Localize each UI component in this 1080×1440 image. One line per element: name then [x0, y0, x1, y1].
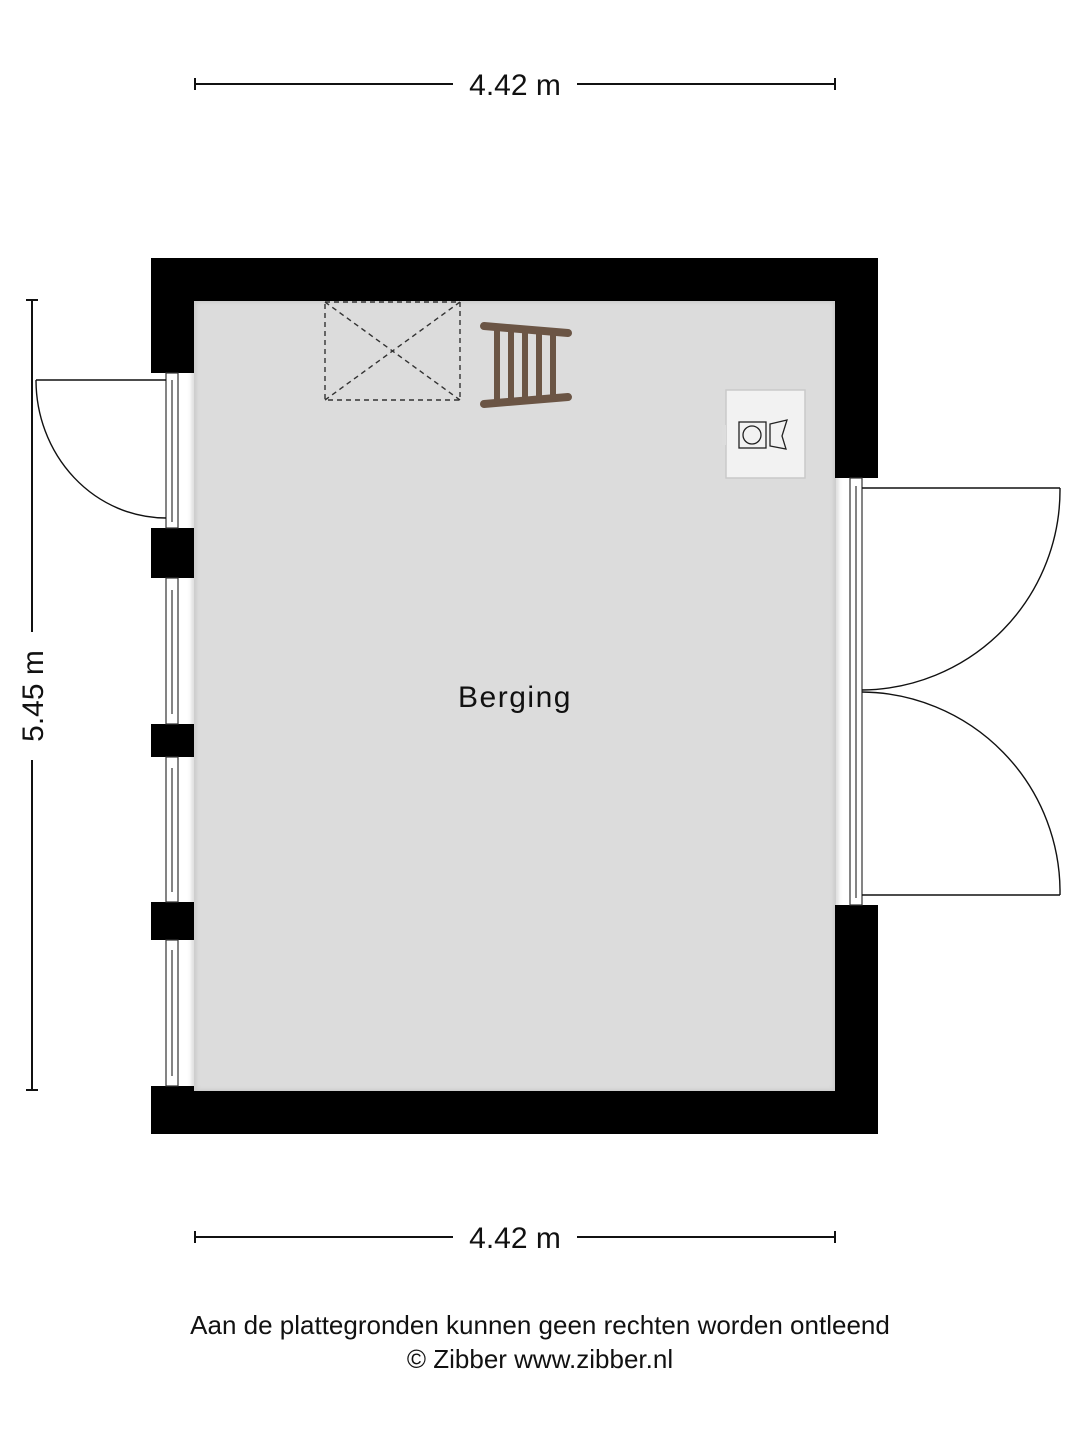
window	[165, 756, 179, 903]
top-dimension-label: 4.42 m	[469, 69, 561, 102]
hatch-icon	[324, 301, 461, 401]
wall-right-segment	[835, 905, 878, 1134]
room-label: Berging	[458, 681, 572, 714]
bottom-dimension-label: 4.42 m	[469, 1222, 561, 1255]
bottom-dimension: 4.42 m	[194, 1222, 836, 1255]
wall-left-segment	[151, 902, 194, 940]
wall-left-segment	[151, 258, 194, 373]
left-dimension-label: 5.45 m	[17, 650, 50, 742]
wall-left-segment	[151, 528, 194, 578]
window	[165, 939, 179, 1087]
left-door-frame	[165, 372, 179, 529]
top-dimension: 4.42 m	[194, 69, 836, 102]
right-door-frame	[849, 477, 863, 906]
wall-bottom	[151, 1091, 878, 1134]
washer-dryer-icon	[722, 389, 806, 479]
ladder-icon	[480, 322, 572, 408]
wall-top	[151, 258, 878, 301]
wall-right-segment	[835, 258, 878, 478]
window	[165, 577, 179, 725]
right-double-door	[861, 487, 1061, 896]
disclaimer-text: Aan de plattegronden kunnen geen rechten…	[190, 1310, 890, 1340]
wall-left-segment	[151, 724, 194, 757]
left-door	[35, 379, 167, 519]
wall-left-segment	[151, 1086, 194, 1134]
copyright-text: © Zibber www.zibber.nl	[406, 1344, 674, 1374]
left-dimension: 5.45 m	[17, 299, 50, 1091]
walls	[151, 258, 878, 1134]
